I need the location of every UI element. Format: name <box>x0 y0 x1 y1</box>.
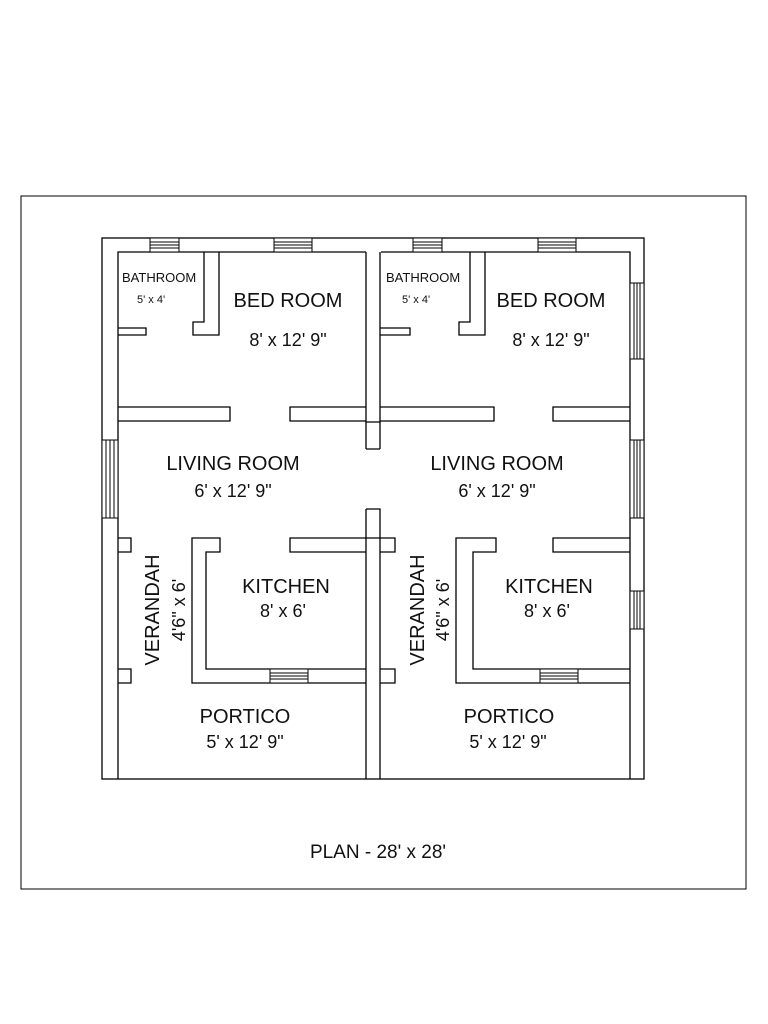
portico-label-left: PORTICO <box>200 706 291 728</box>
window-right-living <box>629 439 645 519</box>
bedroom-label-left: BED ROOM <box>234 290 343 312</box>
bedroom-size-right: 8' x 12' 9" <box>512 330 589 350</box>
living-label-left: LIVING ROOM <box>166 453 299 475</box>
plan-title: PLAN - 28' x 28' <box>310 842 446 863</box>
kitchen-label-right: KITCHEN <box>505 576 593 598</box>
verandah-label-right: VERANDAH <box>407 554 429 665</box>
portico-size-left: 5' x 12' 9" <box>206 732 283 752</box>
bedroom-label-right: BED ROOM <box>497 290 606 312</box>
living-label-right: LIVING ROOM <box>430 453 563 475</box>
kitchen-size-right: 8' x 6' <box>524 601 570 621</box>
verandah-size-left: 4'6" x 6' <box>169 579 189 641</box>
verandah-size-right: 4'6" x 6' <box>433 579 453 641</box>
bedroom-size-left: 8' x 12' 9" <box>249 330 326 350</box>
portico-size-right: 5' x 12' 9" <box>469 732 546 752</box>
window-top-bath-right <box>412 237 443 253</box>
window-top-bed-left <box>273 237 313 253</box>
bathroom-size-right: 5' x 4' <box>402 294 430 306</box>
verandah-label-left: VERANDAH <box>142 554 164 665</box>
living-size-left: 6' x 12' 9" <box>194 481 271 501</box>
window-top-bed-right <box>537 237 577 253</box>
window-right-bed <box>629 282 645 360</box>
portico-label-right: PORTICO <box>464 706 555 728</box>
window-left-living <box>101 439 119 519</box>
kitchen-label-left: KITCHEN <box>242 576 330 598</box>
living-size-right: 6' x 12' 9" <box>458 481 535 501</box>
sheet-border <box>20 195 747 890</box>
windows <box>101 237 645 684</box>
bathroom-label-right: BATHROOM <box>386 270 460 285</box>
bathroom-size-left: 5' x 4' <box>137 294 165 306</box>
window-top-bath-left <box>149 237 180 253</box>
window-kitchen-right <box>539 668 579 684</box>
window-right-kitchen <box>629 590 645 630</box>
window-kitchen-left <box>269 668 309 684</box>
bathroom-label-left: BATHROOM <box>122 270 196 285</box>
kitchen-size-left: 8' x 6' <box>260 601 306 621</box>
